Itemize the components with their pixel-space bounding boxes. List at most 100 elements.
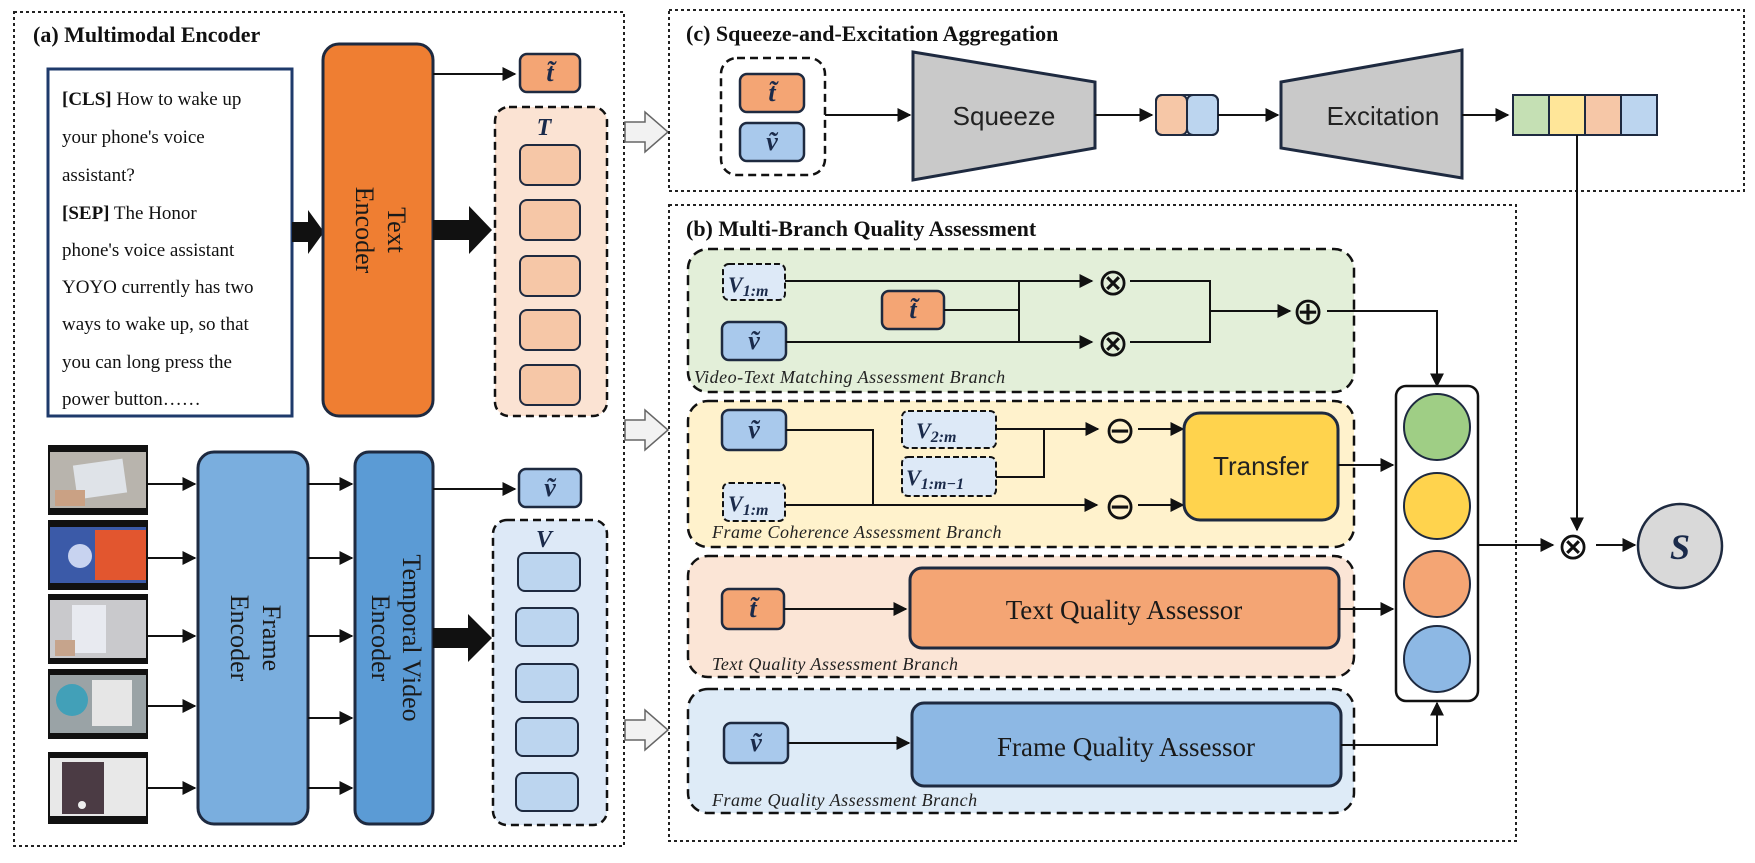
- excitation-label: Excitation: [1327, 101, 1440, 131]
- arrows-frames-to-encoder: [148, 477, 197, 795]
- thick-arrow-encoder-to-T: [433, 206, 492, 254]
- fq-token-v-text: ṽ: [750, 728, 763, 757]
- final-score-S: [1636, 502, 1724, 590]
- branch-fc-label: Frame Coherence Assessment Branch: [711, 522, 1002, 542]
- svg-text:Encoder: Encoder: [350, 187, 379, 274]
- T-token-1: [519, 144, 581, 186]
- text-line-8: you can long press the: [62, 352, 232, 373]
- svg-text:Encoder: Encoder: [225, 595, 254, 682]
- score-fq: [1403, 625, 1471, 693]
- thick-arrow-text-to-encoder: [292, 210, 324, 254]
- V-token-3: [515, 663, 579, 703]
- score-vtm: [1403, 393, 1471, 461]
- transfer-block: [1182, 411, 1340, 522]
- frame-thumb-3: [48, 594, 148, 664]
- T-token-4: [519, 309, 581, 351]
- text-assessor-label: Text Quality Assessor: [1006, 595, 1243, 625]
- se-token-t: [738, 72, 806, 114]
- panel-c-title: (c) Squeeze-and-Excitation Aggregation: [686, 21, 1058, 46]
- temporal-encoder-label: Temporal Video Encoder: [366, 554, 426, 721]
- text-line-3: assistant?: [62, 165, 135, 186]
- hollow-arrows: [624, 110, 670, 752]
- hollow-arrow-to-b-bottom: [624, 708, 670, 752]
- squeeze-block: [911, 50, 1097, 182]
- vtm-mult-2: ⊗: [1097, 321, 1129, 365]
- text-input-lines: [CLS] How to wake up your phone's voice …: [62, 89, 254, 410]
- panel-b-frame: [668, 204, 1517, 842]
- squeezed-vector: [1155, 94, 1219, 136]
- frame-assessor-label: Frame Quality Assessor: [997, 732, 1255, 762]
- branch-fq-label: Frame Quality Assessment Branch: [711, 790, 978, 810]
- text-encoder-label: Text Encoder: [350, 187, 411, 274]
- vtm-add: ⊕: [1292, 289, 1324, 333]
- panel-a-frame: [13, 11, 625, 847]
- panel-c-frame: [668, 9, 1745, 192]
- vtm-V1m-text: V1:m: [728, 272, 768, 300]
- vtm-token-t-text: t̃: [909, 295, 920, 324]
- panel-b-title: (b) Multi-Branch Quality Assessment: [686, 216, 1037, 241]
- T-token-5: [519, 364, 581, 406]
- text-input-box: [46, 67, 294, 418]
- branch-vtm-label: Video-Text Matching Assessment Branch: [694, 367, 1006, 387]
- vtm-mult-1: ⊗: [1097, 260, 1129, 304]
- fc-token-V1m: [722, 482, 786, 522]
- frame-encoder-label: Frame Encoder: [225, 595, 286, 682]
- text-line-7: ways to wake up, so that: [62, 314, 250, 335]
- text-line-6: YOYO currently has two: [62, 277, 254, 298]
- video-frames: [48, 445, 148, 824]
- panel-a-title: (a) Multimodal Encoder: [33, 22, 261, 47]
- V-token-4: [515, 717, 579, 757]
- score-fc: [1403, 472, 1471, 540]
- arrow-fq-to-scores: [1341, 701, 1444, 746]
- frame-thumb-2: [48, 520, 148, 590]
- T-token-2: [519, 199, 581, 241]
- fc-V1m1-text: V1:m−1: [906, 465, 964, 493]
- fc-sub-1: ⊖: [1104, 408, 1136, 452]
- fc-V2m-text: V2:m: [916, 418, 956, 446]
- text-line-2: your phone's voice: [62, 127, 205, 148]
- branch-tq-label: Text Quality Assessment Branch: [712, 654, 959, 674]
- se-token-v: [738, 121, 806, 163]
- thick-arrow-temporal-to-V: [433, 614, 492, 662]
- arrows-frame-to-temporal: [308, 477, 354, 795]
- weight-vector: [1512, 94, 1658, 136]
- vtm-token-v-text: ṽ: [748, 326, 761, 355]
- transfer-label: Transfer: [1213, 451, 1309, 481]
- svg-text:Temporal Video: Temporal Video: [397, 554, 426, 721]
- text-line-5: phone's voice assistant: [62, 240, 235, 261]
- se-token-t-text: t̃: [768, 78, 779, 107]
- score-tq: [1403, 550, 1471, 618]
- vtm-token-V1m: [722, 263, 786, 301]
- arrow-vtm-to-scores: [1327, 310, 1444, 388]
- frame-thumb-1: [48, 445, 148, 515]
- text-line-9: power button……: [62, 389, 201, 410]
- se-token-v-text: ṽ: [766, 127, 779, 156]
- T-token-3: [519, 255, 581, 297]
- svg-text:Encoder: Encoder: [366, 595, 395, 682]
- V-tokens: [515, 552, 581, 812]
- score-stack: [1394, 384, 1480, 703]
- frame-encoder-block: [196, 450, 310, 826]
- vtm-connectors: [785, 274, 1292, 349]
- token-t-tilde-out: [518, 52, 582, 94]
- V-label: V: [536, 527, 554, 553]
- branch-vtm-bg: [686, 247, 1356, 394]
- token-v-tilde-out: [517, 467, 583, 509]
- T-label: T: [537, 115, 553, 141]
- frame-thumb-4: [48, 669, 148, 739]
- excitation-block: [1279, 48, 1464, 180]
- final-mult: ⊗: [1557, 524, 1589, 568]
- fc-V1m-text: V1:m: [728, 491, 768, 519]
- svg-text:Text: Text: [382, 207, 411, 254]
- V-token-2: [515, 607, 579, 647]
- hollow-arrow-to-c: [624, 110, 670, 154]
- token-t-tilde-text: t̃: [546, 58, 557, 87]
- T-tokens: [519, 144, 581, 406]
- fc-sub-2: ⊖: [1104, 484, 1136, 528]
- hollow-arrow-to-b-top: [624, 408, 670, 452]
- V-token-1: [517, 552, 581, 592]
- tq-token-t-text: t̃: [749, 594, 760, 623]
- text-line-4: [SEP] The Honor: [62, 203, 197, 224]
- token-v-tilde-text: ṽ: [544, 473, 557, 502]
